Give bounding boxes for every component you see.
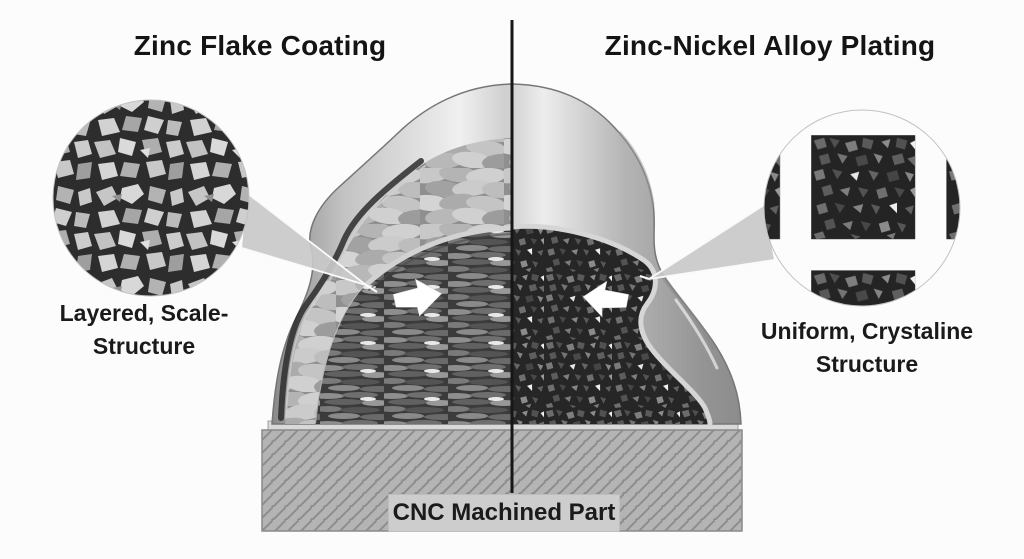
right-structure-label: Uniform, Crystaline Structure [748, 315, 986, 381]
left-structure-label-line2: Structure [92, 333, 196, 359]
right-callout-wedge [639, 204, 775, 280]
dome-rim-shading [618, 131, 655, 207]
right-title: Zinc-Nickel Alloy Plating [604, 30, 936, 61]
left-inset-micrograph [52, 99, 250, 297]
machined-base [261, 420, 743, 532]
coating-cross-section-highlight [285, 165, 426, 419]
left-structure-label: Layered, Scale- Structure [36, 297, 252, 363]
skirt-shading [658, 271, 716, 350]
flake-coating-surface [285, 138, 512, 424]
layered-region-rim-shadow [368, 233, 513, 291]
granular-cross-section [512, 228, 709, 424]
cnc-part-badge: CNC Machined Part [388, 494, 620, 532]
left-callout-wedge [241, 192, 378, 293]
right-structure-label-line1: Uniform, Crystaline [760, 318, 974, 344]
right-inset-micrograph [763, 109, 961, 307]
layered-cross-section [316, 226, 512, 424]
left-structure-label-line1: Layered, Scale- [59, 300, 229, 326]
plating-rim [509, 223, 713, 427]
right-pointing-arrow-icon [392, 278, 443, 317]
right-structure-label-line2: Structure [815, 351, 919, 377]
layered-region-rim [364, 225, 515, 287]
skirt-highlight [674, 298, 719, 370]
left-title: Zinc Flake Coating [133, 30, 387, 61]
left-pointing-arrow-icon [582, 280, 629, 318]
